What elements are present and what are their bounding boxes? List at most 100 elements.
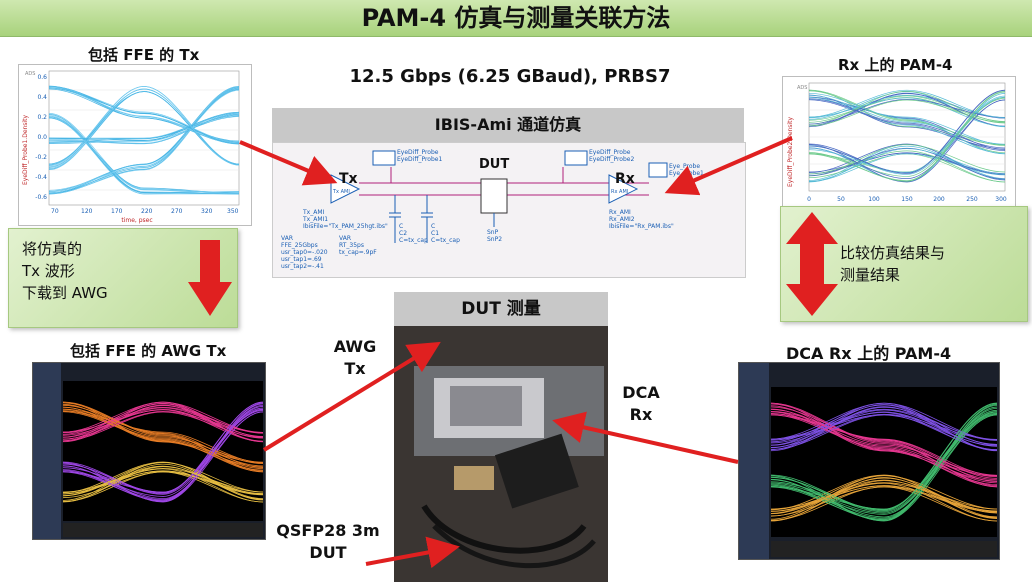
double-arrow bbox=[786, 212, 838, 316]
probe2-text: EyeDiff_Probe EyeDiff_Probe2 bbox=[589, 149, 635, 163]
eye-trace bbox=[48, 86, 240, 167]
eye-trace bbox=[48, 117, 240, 195]
eye-trace bbox=[771, 479, 997, 518]
eye-trace bbox=[771, 404, 997, 521]
eye-trace bbox=[808, 90, 1006, 146]
x-tick: 50 bbox=[837, 196, 845, 203]
eye-trace bbox=[771, 408, 997, 482]
dca-label-line2: Rx bbox=[629, 405, 653, 424]
probe1-symbol bbox=[372, 150, 396, 166]
x-tick: 320 bbox=[201, 208, 213, 215]
eye-trace bbox=[808, 99, 1006, 183]
eye-trace bbox=[63, 401, 263, 472]
data-rate-subtitle: 12.5 Gbps (6.25 GBaud), PRBS7 bbox=[349, 66, 671, 87]
eye-trace bbox=[808, 91, 1006, 181]
lab-setup-photo bbox=[394, 326, 608, 582]
schematic-rx-label: Rx bbox=[615, 171, 635, 187]
eye-trace bbox=[771, 482, 997, 511]
download-note-line1: 将仿真的 bbox=[22, 240, 83, 258]
rx-block-text: Rx AMI bbox=[611, 189, 629, 195]
eye-trace bbox=[771, 477, 997, 517]
dca-rx-label: DCA Rx bbox=[616, 382, 666, 426]
eye-trace bbox=[808, 90, 1006, 125]
qsfp-label-line1: QSFP28 3m bbox=[276, 521, 380, 540]
probe3-symbol bbox=[648, 162, 668, 178]
eye-trace bbox=[771, 414, 997, 451]
probe2-symbol bbox=[564, 150, 588, 166]
page-title: PAM-4 仿真与测量关联方法 bbox=[361, 4, 671, 32]
tx-params: Tx_AMI Tx_AMI1 IbisFile="Tx_PAM_25hgt.ib… bbox=[303, 209, 388, 230]
cap2-text: C C2 C=tx_cap bbox=[399, 223, 428, 244]
eye-trace bbox=[808, 99, 1006, 151]
snp-text: SnP SnP2 bbox=[487, 229, 503, 243]
x-tick: 300 bbox=[995, 196, 1007, 203]
eye-trace bbox=[771, 402, 997, 451]
bottom-right-title: DCA Rx 上的 PAM-4 bbox=[786, 344, 952, 363]
eye-trace bbox=[63, 402, 263, 502]
eye-trace bbox=[63, 406, 263, 501]
eye-trace bbox=[771, 414, 997, 479]
awg-label-line2: Tx bbox=[344, 359, 366, 378]
eye-trace bbox=[808, 95, 1006, 145]
eye-trace bbox=[63, 465, 263, 500]
eye-trace bbox=[63, 410, 263, 463]
x-tick: 70 bbox=[51, 208, 59, 215]
y-tick: 0.2 bbox=[37, 114, 47, 121]
x-tick: 0 bbox=[807, 196, 811, 203]
rx-pam4-eye-plot: 0 50 100 150 200 250 300 ADS EyeDiff_Pro… bbox=[782, 76, 1016, 210]
title-banner bbox=[0, 0, 1032, 37]
eye-trace bbox=[808, 148, 1006, 182]
eye-trace bbox=[63, 411, 263, 442]
eye-trace bbox=[808, 99, 1006, 125]
eye-trace bbox=[808, 97, 1006, 127]
rx-buffer-symbol bbox=[608, 174, 639, 204]
eye-trace bbox=[808, 90, 1006, 182]
eye-trace bbox=[63, 410, 263, 440]
eye-trace bbox=[63, 470, 263, 495]
ads-corner-label: ADS bbox=[797, 85, 807, 91]
var-rt: VAR RT_35ps tx_cap=.9pF bbox=[339, 235, 377, 256]
y-tick: -0.4 bbox=[35, 174, 47, 181]
eye-trace bbox=[771, 404, 997, 520]
awg-tx-label: AWG Tx bbox=[320, 336, 390, 380]
eye-trace bbox=[771, 402, 997, 477]
eye-trace bbox=[808, 90, 1006, 174]
eye-trace bbox=[808, 147, 1006, 180]
eye-trace bbox=[48, 88, 240, 171]
eye-trace bbox=[63, 406, 263, 468]
eye-trace bbox=[771, 482, 997, 522]
eye-trace bbox=[48, 85, 240, 144]
compare-note-line2: 测量结果 bbox=[840, 266, 901, 284]
rx-params: Rx_AMI Rx_AMI2 IbisFile="Rx_PAM.ibs" bbox=[609, 209, 674, 230]
eye-trace bbox=[63, 407, 263, 438]
eye-trace bbox=[63, 410, 263, 467]
schematic-tx-label: Tx bbox=[339, 171, 358, 187]
cap1-text: C C1 C=tx_cap bbox=[431, 223, 460, 244]
eye-trace bbox=[808, 152, 1006, 174]
compare-note-line1: 比较仿真结果与 bbox=[840, 244, 946, 262]
top-left-title: 包括 FFE 的 Tx bbox=[88, 46, 200, 64]
eye-trace bbox=[63, 466, 263, 502]
x-tick: 220 bbox=[141, 208, 153, 215]
eye-trace bbox=[808, 95, 1006, 123]
eye-trace bbox=[48, 113, 240, 145]
y-tick: -0.6 bbox=[35, 194, 47, 201]
eye-trace bbox=[48, 89, 240, 191]
eye-trace bbox=[808, 89, 1006, 119]
probe1-text: EyeDiff_Probe EyeDiff_Probe1 bbox=[397, 149, 443, 163]
y-tick: 0.6 bbox=[37, 74, 47, 81]
eye-trace bbox=[771, 409, 997, 510]
eye-trace bbox=[63, 402, 263, 440]
tx-buffer-symbol bbox=[330, 174, 361, 204]
download-note-line2: Tx 波形 bbox=[22, 262, 75, 280]
eye-trace bbox=[771, 414, 997, 450]
eye-trace bbox=[63, 402, 263, 464]
eye-trace bbox=[771, 407, 997, 519]
x-tick: 150 bbox=[901, 196, 913, 203]
schematic-dut-label: DUT bbox=[479, 157, 510, 172]
eye-trace bbox=[771, 411, 997, 515]
eye-trace bbox=[48, 111, 240, 140]
dca-scope-screenshot bbox=[738, 362, 1000, 560]
x-tick: 250 bbox=[966, 196, 978, 203]
eye-trace bbox=[808, 92, 1006, 155]
